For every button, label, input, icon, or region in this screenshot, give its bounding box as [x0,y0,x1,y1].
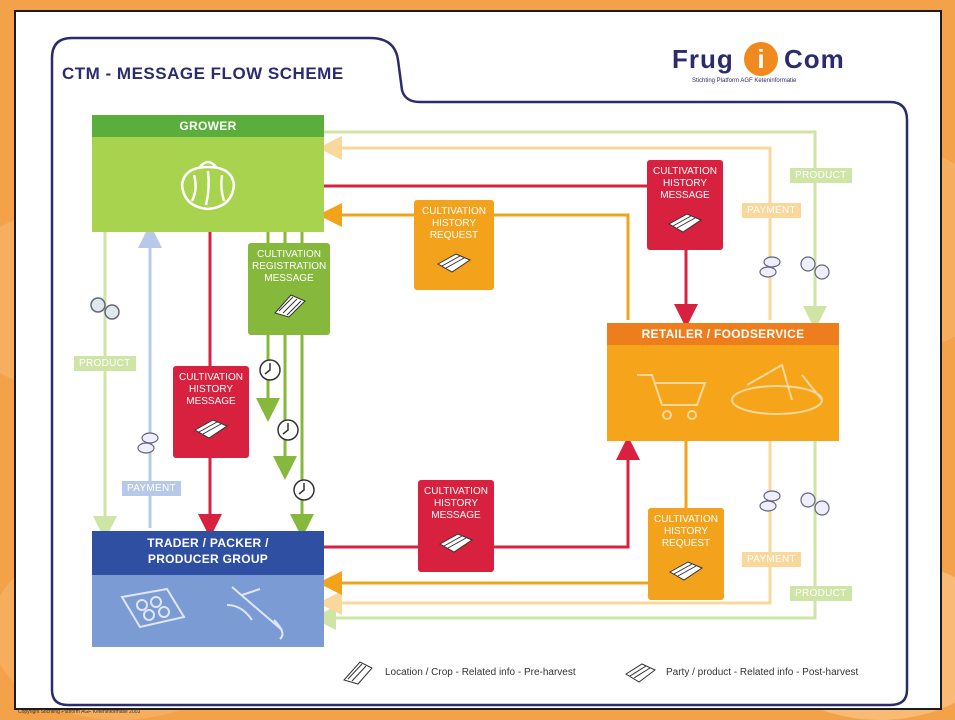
trader-title: TRADER / PACKER / PRODUCER GROUP [92,531,324,575]
cart-plate-icon [637,363,823,420]
message-label: CULTIVATION HISTORY REQUEST [422,206,486,241]
trader-node: TRADER / PACKER / PRODUCER GROUP [92,531,324,647]
postharvest-legend-icon [625,663,656,683]
produce-icon [759,256,830,280]
history-message-left: CULTIVATION HISTORY MESSAGE [173,366,249,458]
logo: Frug i Com Stichting Platform AGF Keteni… [672,42,872,92]
preharvest-legend-icon [343,661,373,685]
postharvest-icon [438,533,474,553]
postharvest-icon [667,213,703,233]
logo-text-right: Com [784,44,845,74]
grower-node: GROWER [92,115,324,232]
payment-tag-left: PAYMENT [122,481,181,496]
payment-tag-top-right: PAYMENT [742,203,801,218]
page-title: CTM - MESSAGE FLOW SCHEME [62,64,344,83]
product-tag-left: PRODUCT [74,356,136,371]
clock-icon [293,479,315,501]
retailer-title: RETAILER / FOODSERVICE [607,323,839,345]
grower-title: GROWER [92,115,324,137]
cultivation-registration-message: CULTIVATION REGISTRATION MESSAGE [248,243,330,335]
product-tag-top-right: PRODUCT [790,168,852,183]
message-label: CULTIVATION REGISTRATION MESSAGE [252,249,327,284]
message-label: CULTIVATION HISTORY MESSAGE [653,166,717,201]
message-label: CULTIVATION HISTORY MESSAGE [179,372,243,407]
produce-icon [90,297,120,320]
message-label: CULTIVATION HISTORY REQUEST [654,514,718,549]
logo-i-badge: i [744,42,778,76]
vegetable-icon [180,160,236,211]
logo-subtitle: Stichting Platform AGF Keteninformatie [692,78,797,84]
produce-icon [759,490,830,516]
logo-text-left: Frug [672,44,734,74]
postharvest-icon [436,253,472,273]
clock-icon [259,359,281,381]
crate-knife-icon [120,586,284,640]
legend-preharvest: Location / Crop - Related info - Pre-har… [385,667,576,678]
postharvest-icon [668,561,704,581]
preharvest-icon [274,294,306,318]
retailer-node: RETAILER / FOODSERVICE [607,323,839,441]
history-message-top-right: CULTIVATION HISTORY MESSAGE [647,160,723,250]
legend-postharvest: Party / product - Related info - Post-ha… [666,667,859,678]
message-label: CULTIVATION HISTORY MESSAGE [424,486,488,521]
produce-icon [137,432,159,454]
product-tag-bottom-right: PRODUCT [790,586,852,601]
copyright-footer: Copyright Stichting Platform AGF Ketenin… [18,709,141,715]
history-request-bottom: CULTIVATION HISTORY REQUEST [648,508,724,600]
payment-tag-bottom-right: PAYMENT [742,552,801,567]
clock-icon [277,419,299,441]
postharvest-icon [193,419,229,439]
history-message-bottom: CULTIVATION HISTORY MESSAGE [418,480,494,572]
history-request-top: CULTIVATION HISTORY REQUEST [414,200,494,290]
